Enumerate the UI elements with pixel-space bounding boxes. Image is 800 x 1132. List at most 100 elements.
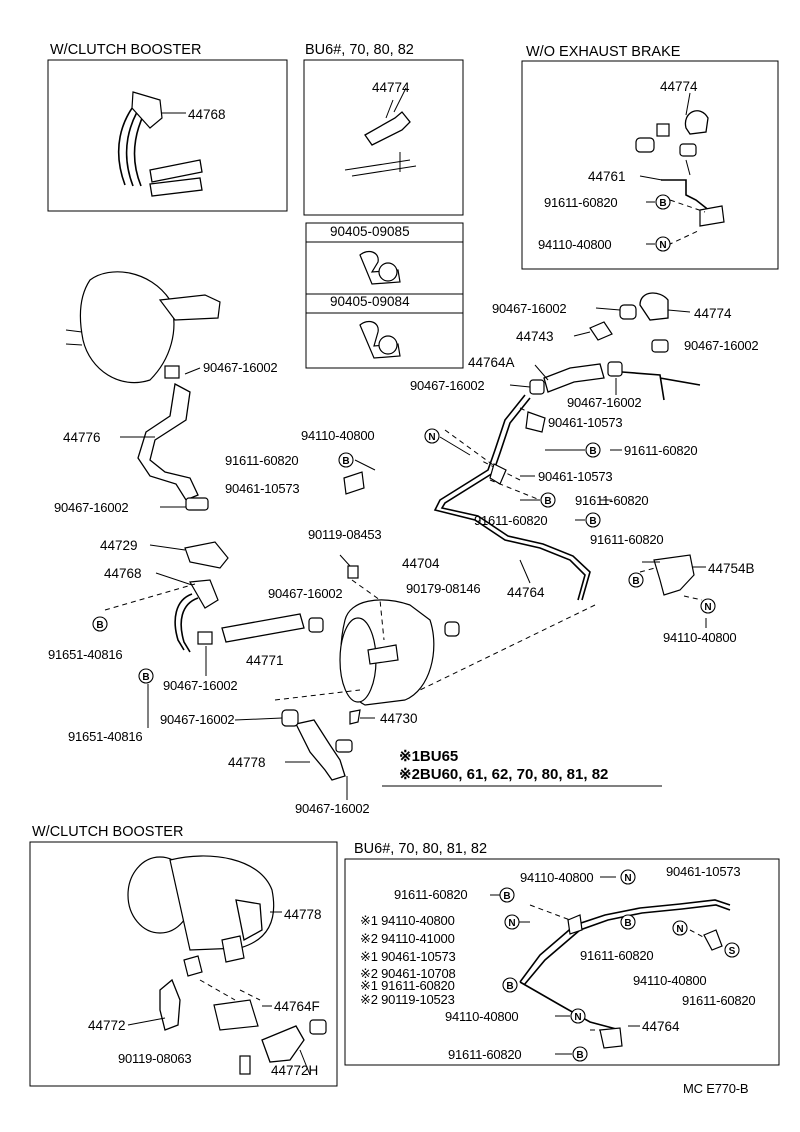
label-94110-40800-right: 94110-40800	[663, 630, 736, 645]
note-1: ※1BU65	[399, 748, 458, 765]
label-m1-91611-60820: ※1 91611-60820	[360, 978, 455, 993]
hose-44771-drawing	[221, 613, 324, 643]
variant-lower-label: 90405-09084	[330, 294, 410, 309]
header-bu6-top: BU6#, 70, 80, 82	[305, 42, 414, 58]
label-44729: 44729	[100, 538, 138, 553]
label-44778-mid: 44778	[228, 755, 266, 770]
s-symbol-bottom: S	[724, 942, 740, 958]
label-m1-90461-10573: ※1 90461-10573	[360, 949, 456, 964]
pipe-44768-drawing	[104, 579, 219, 653]
label-90179-08146: 90179-08146	[406, 581, 480, 596]
n-symbol-top-right: N	[655, 236, 671, 252]
svg-text:B: B	[544, 496, 551, 507]
label-44772: 44772	[88, 1018, 126, 1033]
b-symbol-left-2: B	[138, 668, 154, 684]
svg-text:N: N	[624, 873, 631, 884]
svg-text:B: B	[589, 446, 596, 457]
b-symbol-bottom-3: B	[620, 914, 636, 930]
label-94110-40800-bottom-1: 94110-40800	[520, 870, 593, 885]
b-symbol-top-right: B	[655, 194, 671, 210]
box-clutch-booster-top	[47, 59, 288, 212]
label-44772H: 44772H	[271, 1063, 318, 1078]
svg-text:N: N	[508, 918, 515, 929]
svg-text:N: N	[659, 240, 666, 251]
label-91611-60820-right-4: 91611-60820	[590, 532, 663, 547]
b-symbol-right-1: B	[585, 442, 601, 458]
label-44778-bottom: 44778	[284, 907, 322, 922]
header-clutch-booster-top: W/CLUTCH BOOSTER	[50, 42, 201, 58]
vacuum-booster-drawing	[65, 271, 221, 384]
label-90467-16002-mid: 90467-16002	[268, 586, 342, 601]
label-44761: 44761	[588, 169, 626, 184]
label-44764-bottom: 44764	[642, 1019, 680, 1034]
leader-lines	[120, 87, 707, 1076]
label-90461-10573-right-2: 90461-10573	[538, 469, 612, 484]
b-symbol-bottom-1: B	[499, 887, 515, 903]
svg-text:B: B	[342, 456, 349, 467]
label-44774-right: 44774	[694, 306, 732, 321]
svg-text:B: B	[576, 1050, 583, 1061]
label-90467-16002-booster: 90467-16002	[203, 360, 277, 375]
label-44754B: 44754B	[708, 561, 755, 576]
b-symbol-mid-left: B	[338, 452, 354, 468]
label-90467-16002-bottom: 90467-16002	[295, 801, 369, 816]
svg-text:B: B	[503, 891, 510, 902]
svg-text:N: N	[574, 1012, 581, 1023]
svg-text:B: B	[659, 198, 666, 209]
label-44764F: 44764F	[274, 999, 320, 1014]
label-90467-16002-lower-mid: 90467-16002	[160, 712, 234, 727]
label-91611-60820-bottom-3: 91611-60820	[682, 993, 755, 1008]
label-44776: 44776	[63, 430, 101, 445]
b-symbol-right-3: B	[585, 512, 601, 528]
n-symbol-mid: N	[424, 428, 440, 444]
label-94110-40800-top-right: 94110-40800	[538, 237, 611, 252]
label-44764-main: 44764	[507, 585, 545, 600]
label-90461-10573-mid-left: 90461-10573	[225, 481, 299, 496]
label-91611-60820-right-2: 91611-60820	[575, 493, 648, 508]
header-clutch-booster-bottom: W/CLUTCH BOOSTER	[32, 824, 183, 840]
label-44768-mid: 44768	[104, 566, 142, 581]
label-m2-90461-10708: ※2 90461-10708	[360, 966, 456, 981]
b-symbol-bottom-4: B	[572, 1046, 588, 1062]
label-91611-60820-right-3: 91611-60820	[474, 513, 547, 528]
label-91611-60820-bottom-2: 91611-60820	[580, 948, 653, 963]
n-symbol-right: N	[700, 598, 716, 614]
label-m2-94110-41000: ※2 94110-41000	[360, 931, 455, 946]
clamp-variant-lower-drawing	[359, 320, 401, 359]
label-94110-40800-bottom-2: 94110-40800	[445, 1009, 518, 1024]
label-44704: 44704	[402, 556, 440, 571]
label-90461-10573-bottom: 90461-10573	[666, 864, 740, 879]
label-44768-top: 44768	[188, 107, 226, 122]
label-90467-16002-right-2: 90467-16002	[684, 338, 758, 353]
label-44774-top-right: 44774	[660, 79, 698, 94]
svg-text:N: N	[704, 602, 711, 613]
n-symbol-bottom-2: N	[504, 914, 520, 930]
label-91611-60820-bottom-1: 91611-60820	[394, 887, 467, 902]
label-91611-60820-top-right: 91611-60820	[544, 195, 617, 210]
b-symbol-right-2: B	[540, 492, 556, 508]
hose-44778-drawing	[281, 709, 361, 781]
hose-44776-drawing	[137, 382, 209, 511]
svg-text:N: N	[428, 432, 435, 443]
label-94110-40800-mid: 94110-40800	[301, 428, 374, 443]
label-90461-10573-right-1: 90461-10573	[548, 415, 622, 430]
n-symbol-bottom-3: N	[672, 920, 688, 936]
svg-text:B: B	[506, 981, 513, 992]
header-wo-exhaust-brake: W/O EXHAUST BRAKE	[526, 44, 681, 60]
bracket-44729-drawing	[184, 541, 229, 569]
note-2: ※2BU60, 61, 62, 70, 80, 81, 82	[399, 766, 608, 783]
svg-text:B: B	[142, 672, 149, 683]
box-wo-exhaust-brake	[521, 60, 779, 270]
svg-text:B: B	[96, 620, 103, 631]
svg-text:N: N	[676, 924, 683, 935]
clutch-booster-pipes-drawing	[117, 91, 203, 197]
label-90467-16002-right-3: 90467-16002	[410, 378, 484, 393]
label-90467-16002-left: 90467-16002	[54, 500, 128, 515]
label-90119-08453: 90119-08453	[308, 527, 381, 542]
label-m2-90119-10523: ※2 90119-10523	[360, 992, 455, 1007]
tank-44704-drawing	[274, 565, 460, 706]
variant-upper-label: 90405-09085	[330, 224, 410, 239]
b-symbol-bottom-2: B	[502, 977, 518, 993]
